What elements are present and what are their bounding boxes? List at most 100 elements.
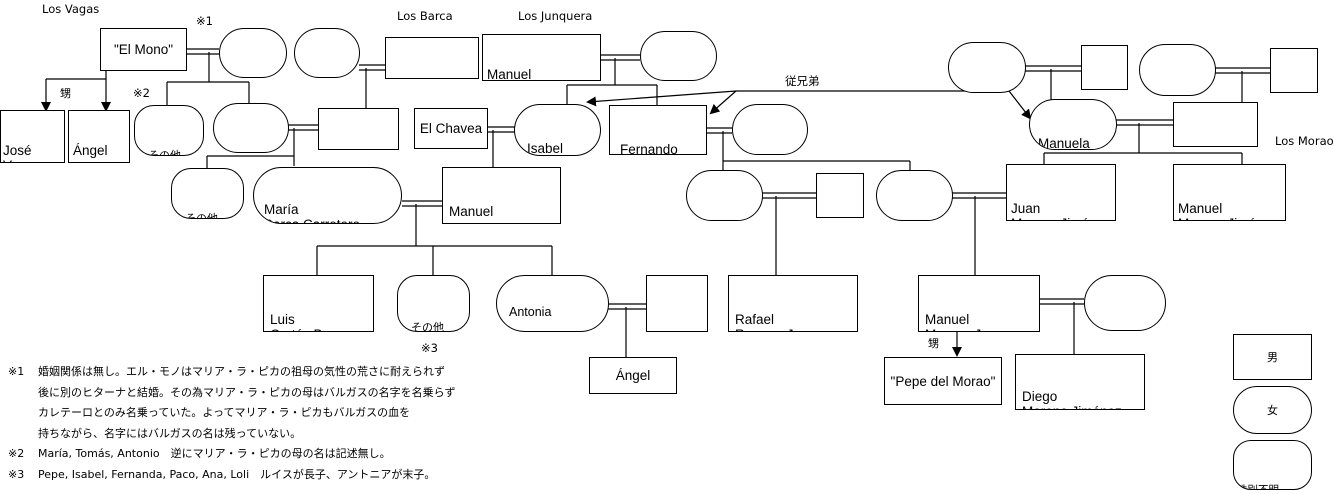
person-name-line <box>449 219 554 223</box>
person-name-line: Antonia <box>509 305 552 319</box>
person-name: "Pepe del Morao" <box>890 373 996 389</box>
person-pepe-del-morao[interactable]: "Pepe del Morao" <box>884 357 1002 405</box>
person-unknown-male[interactable] <box>1173 102 1258 147</box>
person-name-line: Rafael <box>735 312 775 327</box>
group-others-7[interactable]: その他7人兄弟 <box>171 168 244 219</box>
person-maria-la-pica[interactable]: MaríaBarca Carretero"María la Pica" <box>253 167 402 224</box>
person-isabel-junquera[interactable]: IsabelJunquera <box>514 104 601 156</box>
legend-female: 女 <box>1233 386 1312 434</box>
person-name-line: Barca Carretero <box>264 217 391 223</box>
person-unknown-male[interactable] <box>816 173 864 218</box>
person-juan-morao[interactable]: JuanMoreno Jiménez"Juan Morao" <box>1006 164 1116 221</box>
person-unknown-female[interactable] <box>686 170 763 221</box>
person-name-line: Manuel <box>1178 201 1223 216</box>
person-name-line: Moreno Jiménez <box>1011 216 1111 220</box>
person-jose-vargas[interactable]: JoséVargas"El Mono" <box>0 110 65 163</box>
legend-unknown: 性別不明もしくは集団 <box>1233 440 1312 490</box>
person-name-line: ガリシア地方の <box>390 76 474 78</box>
group-others-6[interactable]: その他6人兄弟 <box>397 275 470 332</box>
person-name-line: José <box>3 143 32 158</box>
person-antonia-cortes-barca[interactable]: Antonia Cortés Barca <box>496 275 609 332</box>
note-mark-3: ※3 <box>421 341 438 355</box>
person-unknown-female[interactable] <box>213 103 289 153</box>
footnote-line: María, Tomás, Antonio 逆にマリア・ラ・ピカの母の名は記述無… <box>38 447 391 460</box>
cousins-arrow <box>709 90 737 115</box>
family-label-barca: Los Barca <box>397 9 453 23</box>
person-el-chavea[interactable]: El Chavea <box>414 108 488 149</box>
footnote-mark: ※1 <box>8 365 25 378</box>
person-name-line: Vargas <box>3 158 62 162</box>
footnote-line: 持ちながら、名字にはバルガスの名は残っていない。 <box>38 426 302 440</box>
person-unknown-male[interactable] <box>1270 48 1318 93</box>
person-name-line: María <box>264 202 299 217</box>
footnote-1: ※1 婚姻関係は無し。エル・モノはマリア・ラ・ピカの祖母の気性の荒さに耐えられず <box>8 362 455 383</box>
family-label-morao: Los Morao <box>1275 134 1334 148</box>
group-others-3[interactable]: その他3人兄弟 <box>134 105 204 156</box>
person-unknown-male[interactable] <box>1081 45 1128 90</box>
person-manuel-morao[interactable]: ManuelMoreno Jiménez"Manuel Morao" <box>1173 164 1286 221</box>
note-mark-2: ※2 <box>133 86 150 100</box>
person-name-line: Manuel <box>449 204 494 219</box>
person-name: "El Mono" <box>113 42 174 57</box>
person-name-line: Moreno Junquera <box>925 327 1033 331</box>
person-name-line: Moreno Jiménez <box>1022 404 1138 409</box>
person-manuel-cortes-junquera[interactable]: Manuel Cortés Junquera <box>442 167 561 224</box>
nephew-label: 甥 <box>928 337 939 350</box>
person-name-line: Manuela <box>1038 136 1090 150</box>
note-mark-1: ※1 <box>196 14 213 28</box>
person-name-line: Cortés Barca <box>270 327 367 331</box>
person-name-line <box>73 158 125 162</box>
person-galicia-vineyard-owner[interactable]: ガリシア地方の葡萄農園主 <box>385 37 479 79</box>
legend-label: 性別不明 <box>1237 484 1279 490</box>
person-angel[interactable]: Ángel <box>589 357 677 394</box>
person-moraito-chico[interactable]: ManuelMoreno Junquera"Moraíto Chico" <box>918 275 1040 332</box>
person-name-line: Manuel <box>925 312 970 327</box>
person-name: El Chavea <box>419 121 483 136</box>
person-unknown-female[interactable] <box>876 170 953 221</box>
footnote-1-cont: 後に別のヒターナと結婚。その為マリア・ラ・ピカの母はバルガスの名字を名乗らず <box>8 383 455 404</box>
footnote-mark: ※3 <box>8 467 25 481</box>
person-luis-de-la-pica[interactable]: LuisCortés Barca"Luis de la Pica" <box>263 275 374 332</box>
person-unknown-male[interactable] <box>318 108 399 150</box>
group-line: その他 <box>411 321 444 332</box>
person-name-line: Juan <box>1011 201 1041 216</box>
person-el-chopo[interactable]: ManuelJunquera Vargas"El Chopo" <box>482 34 601 81</box>
person-name-line: Isabel <box>527 141 564 156</box>
person-el-rafa[interactable]: RafaelRomero Junquera"El Rafa" <box>728 275 858 332</box>
person-unknown-female[interactable] <box>219 28 287 78</box>
person-name-line: Manuel <box>487 67 532 81</box>
person-name: Ángel <box>615 368 651 383</box>
legend-label: 男 <box>1267 350 1278 364</box>
person-unknown-female[interactable] <box>640 31 717 81</box>
footnote-line: 婚姻関係は無し。エル・モノはマリア・ラ・ピカの祖母の気性の荒さに耐えられず <box>38 365 445 378</box>
footnote-line: Pepe, Isabel, Fernanda, Paco, Ana, Loli … <box>38 467 436 481</box>
person-diego-del-morao[interactable]: DiegoMoreno Jiménez"Diego del Morao" <box>1015 354 1145 410</box>
person-name-line: Diego <box>1022 389 1058 404</box>
cousins-arrow <box>586 90 737 107</box>
person-unknown-female[interactable] <box>294 28 360 78</box>
person-el-mono[interactable]: "El Mono" <box>100 28 187 71</box>
family-label-vagas: Los Vagas <box>42 2 100 16</box>
person-name-line: Fernando <box>620 142 678 155</box>
nephew-label: 甥 <box>60 87 71 100</box>
person-unknown-female[interactable] <box>1084 275 1166 331</box>
person-name-line: Moreno Jiménez <box>1178 216 1281 220</box>
person-name-line: Luis <box>270 312 295 327</box>
person-unknown-female[interactable] <box>948 42 1026 93</box>
family-label-junquera: Los Junquera <box>518 9 593 23</box>
person-angel-vargas[interactable]: Ángel Vargas <box>68 110 130 163</box>
person-unknown-female[interactable] <box>732 104 808 155</box>
person-la-maora[interactable]: Manuela"La Maora" <box>1029 99 1117 150</box>
legend-label: 女 <box>1267 403 1278 417</box>
person-fernando-junquera[interactable]: FernandoJunquera <box>609 105 707 155</box>
cousins-label: 従兄弟 <box>785 74 820 88</box>
person-unknown-male[interactable] <box>646 275 708 332</box>
footnote-3: ※3 Pepe, Isabel, Fernanda, Paco, Ana, Lol… <box>8 465 455 486</box>
footnote-line: 後に別のヒターナと結婚。その為マリア・ラ・ピカの母はバルガスの名字を名乗らず <box>38 385 456 399</box>
footnote-1-cont: カレテーロとのみ名乗っていた。よってマリア・ラ・ピカもバルガスの血を <box>8 403 455 424</box>
person-unknown-female[interactable] <box>1139 44 1216 96</box>
legend-male: 男 <box>1233 334 1312 380</box>
